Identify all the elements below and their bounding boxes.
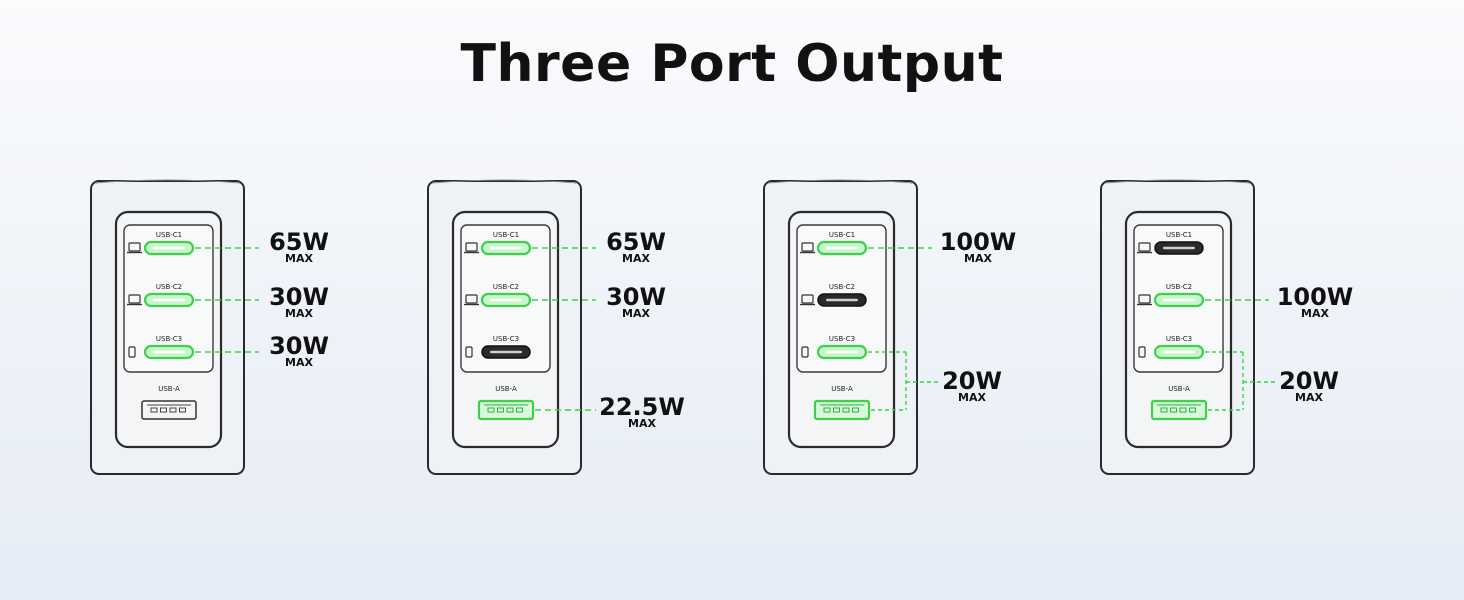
port-label-c1: USB-C1 bbox=[156, 231, 182, 239]
power-value: 20W bbox=[942, 367, 1002, 395]
port-label-c2: USB-C2 bbox=[829, 283, 855, 291]
charger-unit-1: USB-C1USB-C2USB-C3USB-A65WMAX30WMAX30WMA… bbox=[90, 179, 329, 475]
usb-a-pin bbox=[516, 407, 523, 413]
max-label: MAX bbox=[622, 252, 650, 265]
power-value: 20W bbox=[1279, 367, 1339, 395]
laptop-icon bbox=[800, 242, 815, 254]
phone-icon bbox=[465, 346, 473, 358]
port-label-a: USB-A bbox=[831, 385, 853, 393]
usb-a-port bbox=[813, 399, 871, 421]
power-value: 30W bbox=[269, 283, 329, 311]
usb-a-pin bbox=[150, 407, 158, 413]
laptop-icon bbox=[127, 242, 142, 254]
laptop-icon bbox=[1137, 242, 1152, 254]
max-label: MAX bbox=[1301, 307, 1329, 320]
power-value: 65W bbox=[606, 228, 666, 256]
usb-a-pin bbox=[169, 407, 177, 413]
laptop-icon bbox=[800, 294, 815, 306]
max-label: MAX bbox=[628, 417, 656, 430]
phone-icon bbox=[1138, 346, 1146, 358]
usb-a-pin bbox=[506, 407, 514, 413]
usb-a-pin bbox=[487, 407, 495, 413]
max-label: MAX bbox=[622, 307, 650, 320]
phone-icon bbox=[801, 346, 809, 358]
port-label-c2: USB-C2 bbox=[1166, 283, 1192, 291]
port-label-c3: USB-C3 bbox=[493, 335, 519, 343]
power-value: 30W bbox=[269, 332, 329, 360]
max-label: MAX bbox=[285, 307, 313, 320]
port-label-a: USB-A bbox=[495, 385, 517, 393]
power-value: 30W bbox=[606, 283, 666, 311]
port-label-c1: USB-C1 bbox=[1166, 231, 1192, 239]
port-label-c3: USB-C3 bbox=[1166, 335, 1192, 343]
laptop-icon bbox=[1137, 294, 1152, 306]
power-value: 100W bbox=[1277, 283, 1354, 311]
usb-a-pin bbox=[823, 407, 831, 413]
max-label: MAX bbox=[958, 391, 986, 404]
usb-a-pin bbox=[1179, 407, 1187, 413]
port-label-a: USB-A bbox=[158, 385, 180, 393]
usb-a-port bbox=[477, 399, 535, 421]
charger-top-edge bbox=[94, 179, 241, 184]
power-value: 65W bbox=[269, 228, 329, 256]
max-label: MAX bbox=[285, 252, 313, 265]
port-label-c1: USB-C1 bbox=[493, 231, 519, 239]
laptop-icon bbox=[464, 242, 479, 254]
max-label: MAX bbox=[964, 252, 992, 265]
charger-top-edge bbox=[767, 179, 914, 184]
usb-a-pin bbox=[1189, 407, 1196, 413]
port-label-c2: USB-C2 bbox=[156, 283, 182, 291]
usb-a-port bbox=[1150, 399, 1208, 421]
port-label-c1: USB-C1 bbox=[829, 231, 855, 239]
usb-a-pin bbox=[852, 407, 859, 413]
charger-top-edge bbox=[1104, 179, 1251, 184]
port-label-a: USB-A bbox=[1168, 385, 1190, 393]
usb-a-pin bbox=[833, 407, 840, 413]
usb-a-pin bbox=[1170, 407, 1177, 413]
laptop-icon bbox=[127, 294, 142, 306]
page-title: Three Port Output bbox=[460, 34, 1004, 94]
usb-a-pin bbox=[179, 407, 186, 413]
charger-unit-2: USB-C1USB-C2USB-C3USB-A65WMAX30WMAX22.5W… bbox=[427, 179, 685, 475]
max-label: MAX bbox=[1295, 391, 1323, 404]
max-label: MAX bbox=[285, 356, 313, 369]
power-value: 22.5W bbox=[599, 393, 685, 421]
power-value: 100W bbox=[940, 228, 1017, 256]
usb-a-pin bbox=[842, 407, 850, 413]
usb-a-pin bbox=[497, 407, 504, 413]
port-label-c2: USB-C2 bbox=[493, 283, 519, 291]
laptop-icon bbox=[464, 294, 479, 306]
usb-a-pin bbox=[160, 407, 167, 413]
charger-top-edge bbox=[431, 179, 578, 184]
phone-icon bbox=[128, 346, 136, 358]
port-label-c3: USB-C3 bbox=[829, 335, 855, 343]
port-label-c3: USB-C3 bbox=[156, 335, 182, 343]
usb-a-port bbox=[141, 400, 197, 420]
usb-a-pin bbox=[1160, 407, 1168, 413]
